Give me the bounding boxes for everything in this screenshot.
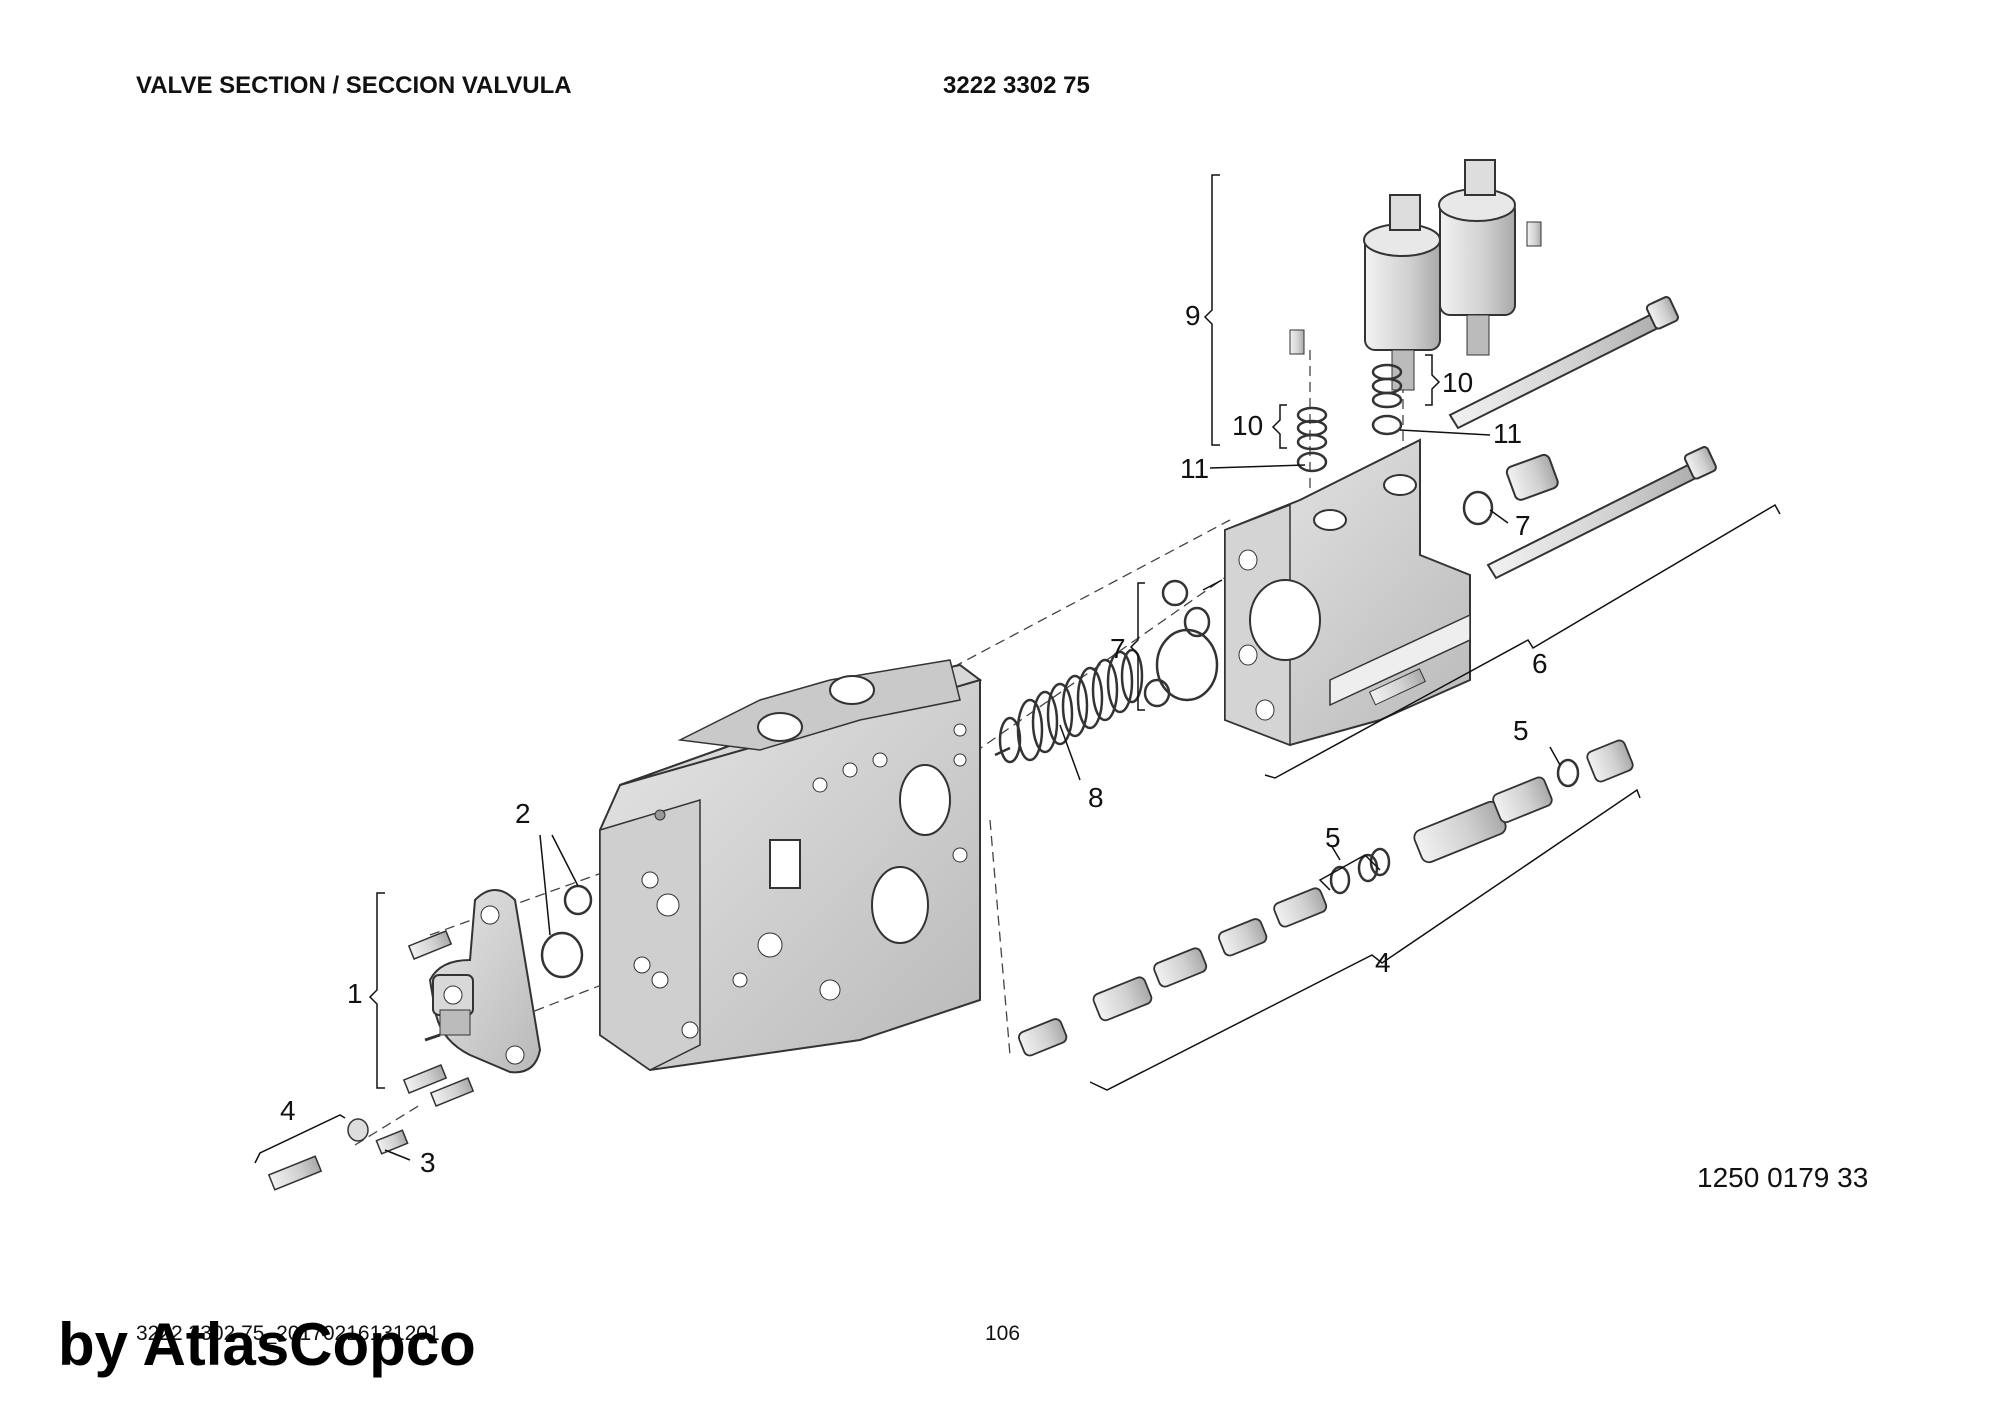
callout-1: 1	[347, 978, 363, 1009]
end-cover	[424, 889, 542, 1074]
spring	[994, 648, 1144, 764]
callout-8: 8	[1088, 782, 1104, 813]
part-number: 3222 3302 75	[943, 72, 1090, 99]
callout-5-right: 5	[1513, 715, 1529, 746]
callout-7-left: 7	[1110, 633, 1126, 664]
callout-11-left: 11	[1180, 453, 1209, 484]
tie-bolts	[1448, 296, 1717, 580]
page-title: VALVE SECTION / SECCION VALVULA	[136, 72, 572, 99]
callout-4-left: 4	[280, 1095, 296, 1126]
solenoid-housing	[1224, 438, 1471, 747]
cover-screws	[267, 930, 475, 1191]
callout-4-spool: 4	[1375, 947, 1391, 978]
solenoid-seals	[1296, 363, 1403, 473]
valve-body	[599, 659, 983, 1072]
spool-o-rings	[1329, 758, 1580, 895]
page-number: 106	[985, 1322, 1021, 1345]
watermark: by AtlasCopco	[58, 1311, 476, 1378]
callout-labels: 1 2 3 4 4 5 5 6 7 7 8 9 10 10 11 11 1250…	[280, 300, 1868, 1193]
callout-11-right: 11	[1493, 418, 1522, 449]
drawing-reference-number: 1250 0179 33	[1697, 1162, 1868, 1193]
spool-assembly	[1018, 739, 1634, 1057]
callout-10-left: 10	[1232, 410, 1263, 441]
callout-brackets	[254, 174, 1781, 1164]
document-id: 3222 3302 75_20170216131201	[136, 1322, 440, 1345]
callout-9: 9	[1185, 300, 1201, 331]
callout-2: 2	[515, 798, 531, 829]
callout-6: 6	[1532, 648, 1548, 679]
plug	[1505, 453, 1559, 501]
callout-5-middle: 5	[1325, 822, 1341, 853]
callout-3: 3	[420, 1147, 436, 1178]
callout-7-right: 7	[1515, 510, 1531, 541]
solenoid-coils	[1289, 159, 1542, 391]
callout-10-right: 10	[1442, 367, 1473, 398]
housing-o-rings	[1143, 490, 1494, 708]
